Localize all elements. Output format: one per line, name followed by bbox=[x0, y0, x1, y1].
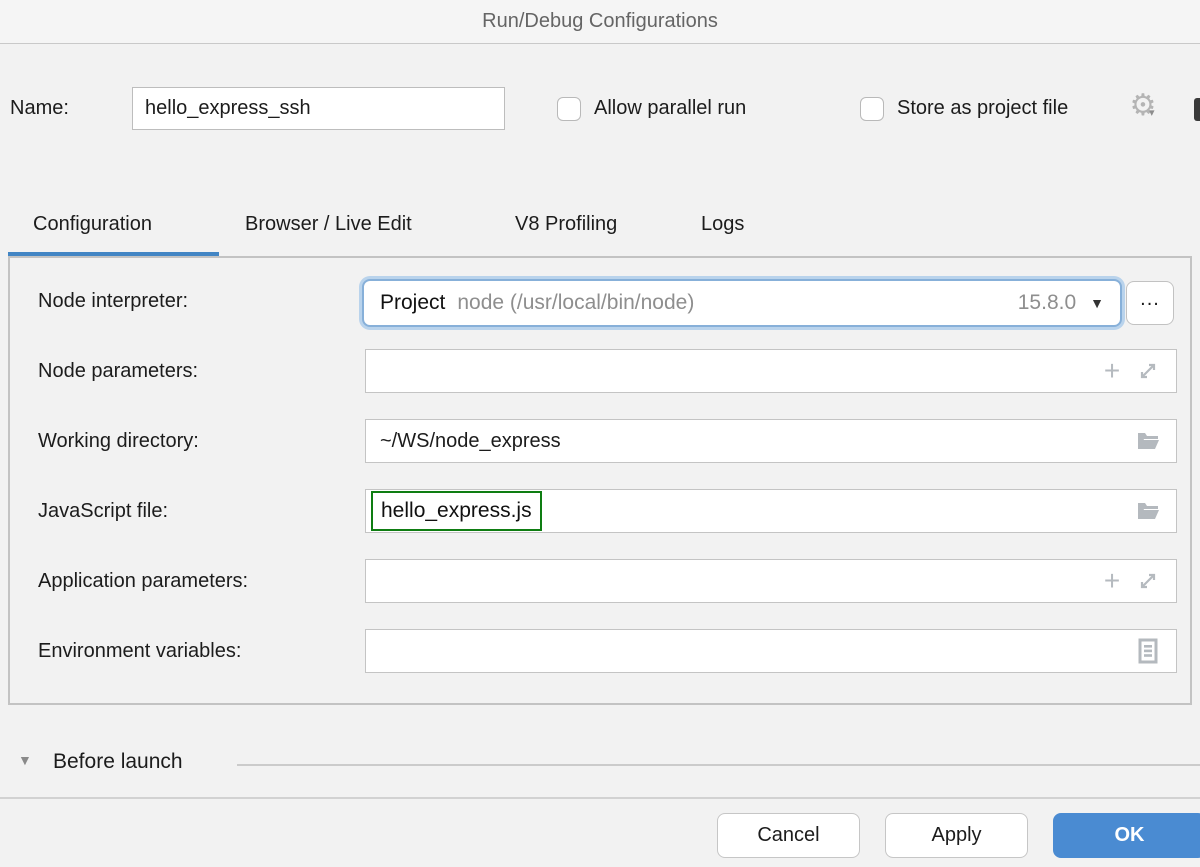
working-directory-input[interactable]: ~/WS/node_express bbox=[365, 419, 1177, 463]
add-icon[interactable]: + bbox=[1103, 565, 1121, 596]
before-launch-label[interactable]: Before launch bbox=[53, 750, 183, 773]
tab-configuration[interactable]: Configuration bbox=[33, 213, 152, 235]
dialog-titlebar: Run/Debug Configurations bbox=[0, 0, 1200, 44]
application-parameters-input[interactable]: + bbox=[365, 559, 1177, 603]
javascript-file-value: hello_express.js bbox=[381, 499, 532, 522]
expand-icon[interactable] bbox=[1134, 357, 1162, 385]
javascript-file-input[interactable]: hello_express.js bbox=[365, 489, 1177, 533]
tab-browser-live-edit[interactable]: Browser / Live Edit bbox=[245, 213, 412, 235]
node-interpreter-version: 15.8.0 bbox=[1017, 291, 1077, 314]
chevron-down-icon[interactable]: ▼ bbox=[1090, 295, 1104, 311]
add-icon[interactable]: + bbox=[1103, 355, 1121, 386]
before-launch-collapse-icon[interactable]: ▼ bbox=[18, 752, 32, 768]
allow-parallel-run-label: Allow parallel run bbox=[594, 97, 747, 119]
tab-v8-profiling[interactable]: V8 Profiling bbox=[515, 213, 618, 235]
ok-button[interactable]: OK bbox=[1053, 813, 1200, 858]
node-interpreter-label: Node interpreter: bbox=[38, 290, 189, 312]
environment-variables-label: Environment variables: bbox=[38, 640, 242, 662]
node-interpreter-value: Project bbox=[380, 291, 446, 314]
before-launch-divider bbox=[237, 764, 1200, 766]
active-tab-indicator bbox=[8, 252, 219, 258]
working-directory-value: ~/WS/node_express bbox=[380, 429, 561, 452]
node-parameters-input[interactable]: + bbox=[365, 349, 1177, 393]
list-browse-icon[interactable] bbox=[1134, 637, 1162, 665]
javascript-file-inline-editor[interactable]: hello_express.js bbox=[371, 491, 542, 531]
expand-icon[interactable] bbox=[1134, 567, 1162, 595]
clipped-edge-icon bbox=[1194, 98, 1200, 121]
node-parameters-label: Node parameters: bbox=[38, 360, 199, 382]
gear-dropdown-caret-icon: ▾ bbox=[1149, 107, 1155, 119]
cancel-button[interactable]: Cancel bbox=[717, 813, 860, 858]
store-as-project-file-label: Store as project file bbox=[897, 97, 1069, 119]
dialog-title: Run/Debug Configurations bbox=[482, 10, 718, 32]
environment-variables-input[interactable] bbox=[365, 629, 1177, 673]
open-folder-icon[interactable] bbox=[1134, 497, 1162, 525]
apply-button[interactable]: Apply bbox=[885, 813, 1028, 858]
open-folder-icon[interactable] bbox=[1134, 427, 1162, 455]
working-directory-label: Working directory: bbox=[38, 430, 199, 452]
configuration-panel: Node interpreter: Project node (/usr/loc… bbox=[8, 256, 1192, 705]
gear-icon[interactable]: ⚙ bbox=[1129, 89, 1157, 122]
footer-divider bbox=[0, 797, 1200, 799]
allow-parallel-run-checkbox[interactable] bbox=[557, 97, 581, 121]
node-interpreter-browse-button[interactable]: ... bbox=[1126, 281, 1174, 325]
application-parameters-label: Application parameters: bbox=[38, 570, 249, 592]
name-label: Name: bbox=[10, 97, 69, 119]
tab-logs[interactable]: Logs bbox=[701, 213, 745, 235]
node-interpreter-combobox[interactable]: Project node (/usr/local/bin/node) 15.8.… bbox=[362, 279, 1122, 327]
name-input[interactable] bbox=[132, 87, 505, 130]
store-as-project-file-checkbox[interactable] bbox=[860, 97, 884, 121]
javascript-file-label: JavaScript file: bbox=[38, 500, 169, 522]
node-interpreter-path: node (/usr/local/bin/node) bbox=[457, 291, 695, 314]
